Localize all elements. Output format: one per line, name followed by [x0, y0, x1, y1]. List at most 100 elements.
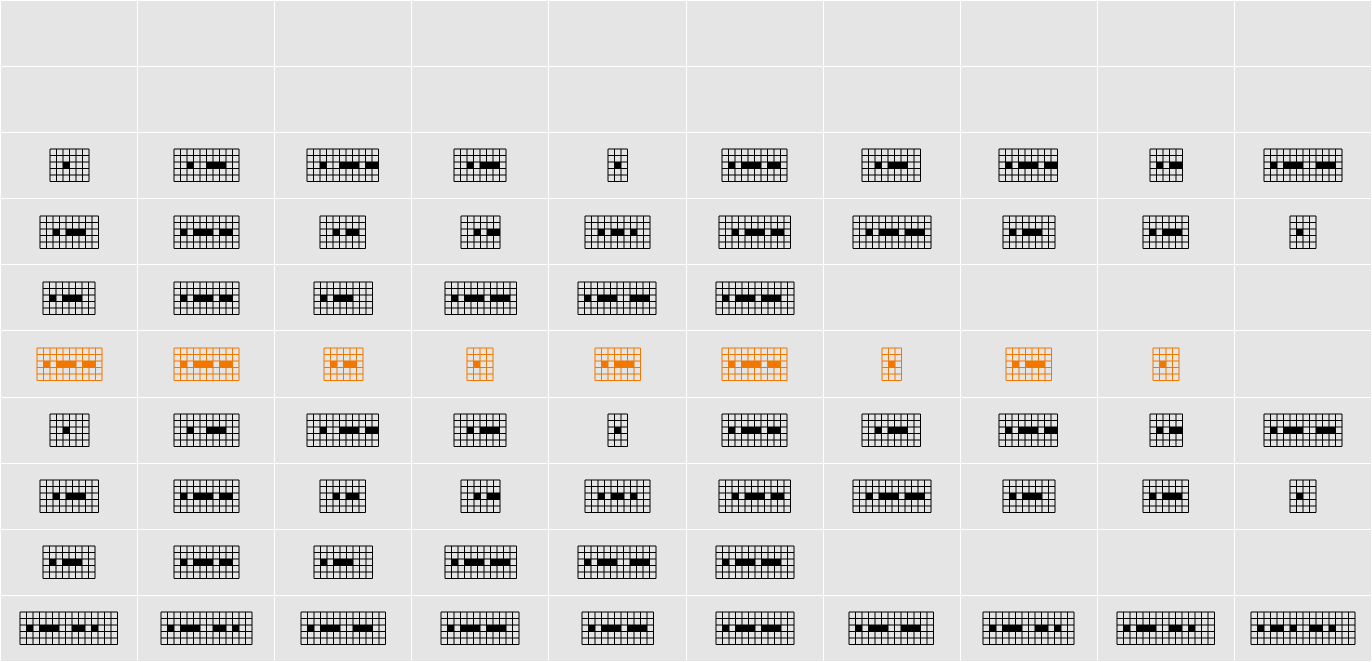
glyph-mark — [1005, 162, 1013, 169]
glyph-cell — [1, 133, 138, 199]
glyph-gridlines — [453, 148, 507, 183]
glyph — [300, 611, 386, 646]
glyph-mark — [49, 559, 57, 566]
glyph-mark — [206, 559, 213, 566]
glyph-cell — [960, 595, 1097, 661]
glyph-cell — [1097, 331, 1234, 397]
glyph-mark — [643, 559, 650, 566]
glyph-mark — [627, 360, 634, 368]
glyph-mark — [774, 559, 781, 566]
glyph-mark — [1123, 625, 1131, 632]
glyph-cell — [1097, 265, 1234, 331]
glyph-mark — [52, 228, 60, 236]
glyph-cell — [412, 463, 549, 529]
glyph-mark — [75, 559, 83, 566]
glyph-cell — [686, 595, 823, 661]
glyph-mark — [1009, 228, 1016, 236]
glyph-mark — [180, 559, 187, 566]
glyph-cell — [138, 199, 275, 265]
glyph-mark — [610, 294, 618, 302]
glyph-mark — [186, 426, 194, 434]
glyph-mark — [346, 294, 353, 302]
glyph-mark — [722, 294, 729, 302]
glyph — [306, 148, 380, 183]
glyph-cell — [1, 331, 138, 397]
glyph-mark — [728, 426, 736, 434]
glyph-mark — [901, 162, 908, 169]
glyph — [852, 479, 932, 513]
highlighted-glyph — [173, 347, 240, 381]
highlighted-glyph — [721, 347, 788, 381]
glyph-cell — [686, 199, 823, 265]
glyph-cell — [823, 265, 960, 331]
glyph-cell — [138, 397, 275, 463]
glyph-gridlines — [1263, 413, 1343, 447]
glyph-mark — [1296, 426, 1303, 434]
glyph-cell — [1234, 67, 1371, 133]
glyph-mark — [447, 625, 455, 632]
glyph-gridlines — [721, 148, 788, 183]
glyph-cell — [412, 331, 549, 397]
glyph — [453, 148, 507, 183]
glyph-gridlines — [453, 413, 507, 447]
glyph-cell — [1234, 1, 1371, 67]
glyph — [998, 148, 1059, 183]
glyph-mark — [1175, 492, 1183, 500]
glyph-cell — [138, 529, 275, 595]
glyph — [715, 611, 795, 646]
glyph-cell — [412, 397, 549, 463]
glyph-mark — [917, 492, 925, 500]
glyph-cell — [412, 529, 549, 595]
glyph — [715, 281, 795, 315]
glyph-gridlines — [173, 215, 240, 249]
glyph-mark — [1328, 162, 1336, 169]
highlighted-glyph — [1152, 347, 1180, 381]
glyph — [721, 148, 788, 183]
highlighted-glyph — [323, 347, 364, 381]
highlighted-glyph — [881, 347, 902, 381]
glyph-gridlines — [607, 413, 628, 447]
glyph-mark — [75, 294, 83, 302]
glyph-mark — [320, 559, 327, 566]
glyph-gridlines — [323, 347, 364, 381]
glyph-mark — [614, 162, 621, 169]
glyph-cell — [549, 331, 686, 397]
glyph-cell — [275, 529, 412, 595]
glyph-mark — [333, 492, 340, 500]
glyph-mark — [219, 162, 226, 169]
glyph-gridlines — [173, 413, 240, 447]
glyph-gridlines — [173, 148, 240, 183]
glyph-cell — [275, 199, 412, 265]
glyph — [444, 281, 517, 315]
glyph — [460, 479, 501, 513]
glyph-gridlines — [594, 347, 641, 381]
glyph-mark — [206, 228, 213, 236]
glyph-gridlines — [306, 148, 380, 183]
glyph-cell — [1, 1, 138, 67]
glyph-mark — [917, 228, 925, 236]
glyph-mark — [728, 162, 736, 169]
glyph-gridlines — [721, 413, 788, 447]
glyph — [1289, 479, 1317, 513]
glyph — [444, 545, 517, 580]
glyph-mark — [601, 360, 608, 368]
glyph-cell — [412, 595, 549, 661]
glyph-mark — [180, 228, 187, 236]
glyph-mark — [1012, 360, 1019, 368]
glyph — [715, 545, 795, 580]
glyph-cell — [549, 199, 686, 265]
glyph-mark — [1289, 625, 1297, 632]
glyph — [607, 148, 628, 183]
glyph-cell — [686, 331, 823, 397]
glyph — [160, 611, 253, 646]
glyph-mark — [330, 360, 337, 368]
glyph-cell — [960, 529, 1097, 595]
glyph-gridlines — [49, 413, 90, 447]
glyph-cell — [1234, 529, 1371, 595]
glyph-gridlines — [173, 479, 240, 513]
glyph-cell — [412, 133, 549, 199]
glyph-mark — [52, 625, 60, 632]
glyph-mark — [467, 162, 474, 169]
glyph-mark — [584, 559, 592, 566]
glyph — [1149, 413, 1183, 447]
